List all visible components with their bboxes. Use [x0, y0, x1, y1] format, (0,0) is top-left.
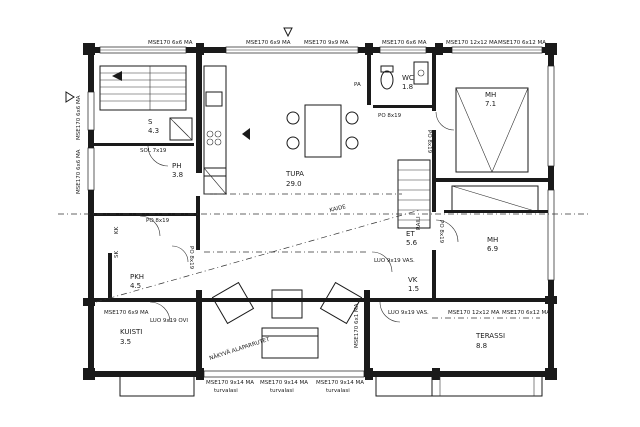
window-openings [87, 46, 555, 378]
kk-label: KK [114, 226, 120, 234]
room-mh2-name: MH [487, 236, 498, 244]
bed-mh1 [455, 87, 529, 173]
door-kuisti-label: LUO 9x19 OVI [150, 318, 188, 324]
raili-label: RAILI [416, 216, 422, 230]
direction-arrow [242, 128, 250, 140]
room-ph-area: 3.8 [172, 171, 183, 179]
window-top4-label: MSE170 6x6 MA [382, 40, 427, 46]
room-mh2-area: 6.9 [487, 245, 498, 253]
pa-label: PA [354, 82, 361, 88]
lounge-furniture [211, 281, 363, 359]
room-vk-area: 1.5 [408, 285, 419, 293]
dining-table [286, 104, 359, 158]
sk-label: SK [114, 251, 120, 258]
window-top2-label: MSE170 6x9 MA [246, 40, 291, 46]
window-top5-label: MSE170 12x12 MA [446, 40, 498, 46]
room-vk-name: VK [408, 276, 418, 284]
roof-lines [58, 193, 590, 319]
room-mh1-area: 7.1 [485, 100, 496, 108]
stair-left [99, 65, 187, 111]
turva1-label: turvalasi [214, 388, 238, 394]
room-wc-name: WC [402, 74, 414, 82]
door-wc-label: PO 8x19 [378, 113, 402, 119]
door-right-label: PO 8x19 [426, 130, 432, 154]
door-swings [139, 111, 459, 323]
room-et-area: 5.6 [406, 239, 418, 247]
room-et-name: ET [406, 230, 415, 238]
north-marker-icon [283, 27, 293, 38]
bed-mh2 [451, 185, 539, 213]
room-ph-name: PH [172, 162, 182, 170]
room-mh1-name: MH [485, 91, 496, 99]
wc-fixtures [380, 61, 429, 90]
room-kuisti-area: 3.5 [120, 338, 131, 346]
room-terassi-area: 8.8 [476, 342, 487, 350]
room-s-area: 4.3 [148, 127, 159, 135]
window-top6-label: MSE170 6x12 MA [498, 40, 546, 46]
room-terassi-name: TERASSI [475, 332, 505, 340]
sauna-stove [169, 117, 193, 141]
room-pkh-area: 4.5 [130, 282, 141, 290]
turva3-label: turvalasi [326, 388, 350, 394]
door-vas-label: LUO 9x19 VAS. [388, 310, 429, 316]
door-ph-label: PO 8x19 [188, 246, 194, 270]
window-mid1-label: MSE170 6x9 MA [104, 310, 149, 316]
room-tupa-name: TUPA [285, 170, 304, 178]
side-marker-icon [65, 91, 75, 103]
sol-label: SOL 7x19 [140, 148, 167, 154]
room-pkh-name: PKH [130, 273, 144, 281]
window-top1-label: MSE170 6x6 MA [148, 40, 193, 46]
window-left1-label: MSE170 6x6 MA [76, 95, 82, 140]
kaide-label: KAIDE [329, 204, 347, 214]
window-bot3-label: MSE170 9x14 MA [316, 380, 364, 386]
room-tupa-area: 29.0 [286, 180, 302, 188]
kitchen-counter [203, 65, 227, 195]
stair-et [397, 159, 431, 229]
door-et-label: LUO 9x19 VAS. [374, 258, 415, 264]
window-mid3-label: MSE170 12x12 MA [448, 310, 500, 316]
door-mh-label: PO 8x19 [438, 220, 444, 244]
window-mid4-label: MSE170 6x12 MA [502, 310, 550, 316]
room-kuisti-name: KUISTI [120, 328, 142, 336]
turva2-label: turvalasi [270, 388, 294, 394]
terrace-railing [119, 375, 543, 397]
window-left2-label: MSE170 6x6 MA [76, 149, 82, 194]
window-bot1-label: MSE170 9x14 MA [206, 380, 254, 386]
room-wc-area: 1.8 [402, 83, 413, 91]
room-s-name: S [148, 118, 153, 126]
window-bot2-label: MSE170 9x14 MA [260, 380, 308, 386]
window-top3-label: MSE170 9x9 MA [304, 40, 349, 46]
door-left-label: PO 8x19 [146, 218, 170, 224]
window-mid2-label: MSE170 6x1 MA [354, 303, 360, 348]
